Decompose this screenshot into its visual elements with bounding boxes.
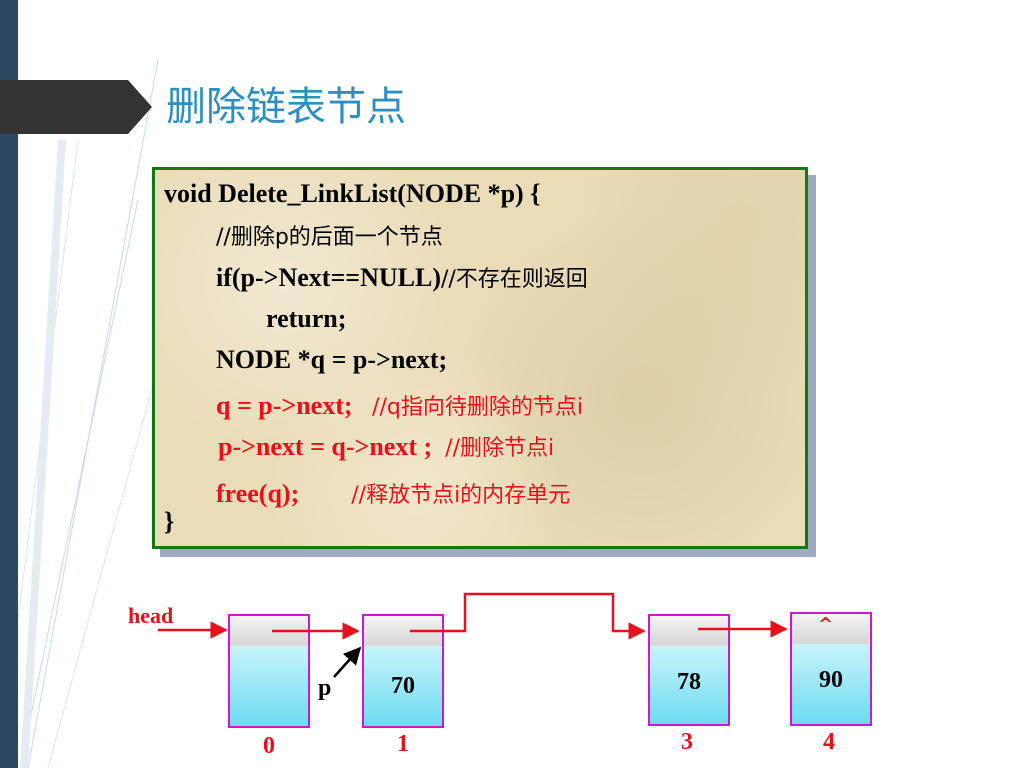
node-value-3: 78 [677,669,701,695]
list-node-0 [228,614,310,728]
code-text: p->next = q->next ; [218,432,433,461]
list-node-1 [362,614,444,728]
title-arrow-band [0,80,152,134]
code-comment: //删除节点i [445,436,555,461]
bypass-link-arrow [410,592,646,640]
code-comment: //释放节点i的内存单元 [351,483,571,508]
code-line-9: } [164,507,175,536]
decorative-lines [18,59,168,768]
code-line-2: //删除p的后面一个节点 [216,220,443,254]
code-text: q = p->next; [216,391,353,420]
code-text: free(q); [216,479,300,508]
code-box [152,167,808,549]
code-comment: //不存在则返回 [440,267,588,292]
node-index-1: 1 [397,731,409,757]
code-line-3: if(p->Next==NULL)//不存在则返回 [216,262,588,296]
code-comment: //q指向待删除的节点i [372,395,583,420]
node-index-4: 4 [823,729,835,755]
node-data-field [230,646,308,726]
node-index-0: 0 [263,733,275,759]
slide-title: 删除链表节点 [166,84,406,130]
p-pointer-arrow [333,646,362,678]
list-node-3 [648,614,730,726]
node-index-3: 3 [681,729,693,755]
p-label: p [318,675,332,701]
list-node-4 [790,612,872,726]
null-symbol: ^ [818,614,834,635]
code-comment: //删除p的后面一个节点 [216,225,443,250]
code-line-5: NODE *q = p->next; [216,345,448,374]
left-accent-bar [0,0,18,768]
node-data-field [650,646,728,724]
code-line-1: void Delete_LinkList(NODE *p) { [164,179,541,208]
head-label: head [128,603,174,628]
node-value-1: 70 [391,673,415,699]
code-line-6: q = p->next; //q指向待删除的节点i [216,390,583,424]
code-line-8: free(q); //释放节点i的内存单元 [216,478,570,512]
node-value-4: 90 [819,667,843,693]
code-text: if(p->Next==NULL) [216,263,441,292]
code-line-4: return; [266,304,347,333]
node-data-field [364,646,442,726]
node-data-field [792,644,870,724]
code-line-7: p->next = q->next ; //删除节点i [218,431,554,465]
